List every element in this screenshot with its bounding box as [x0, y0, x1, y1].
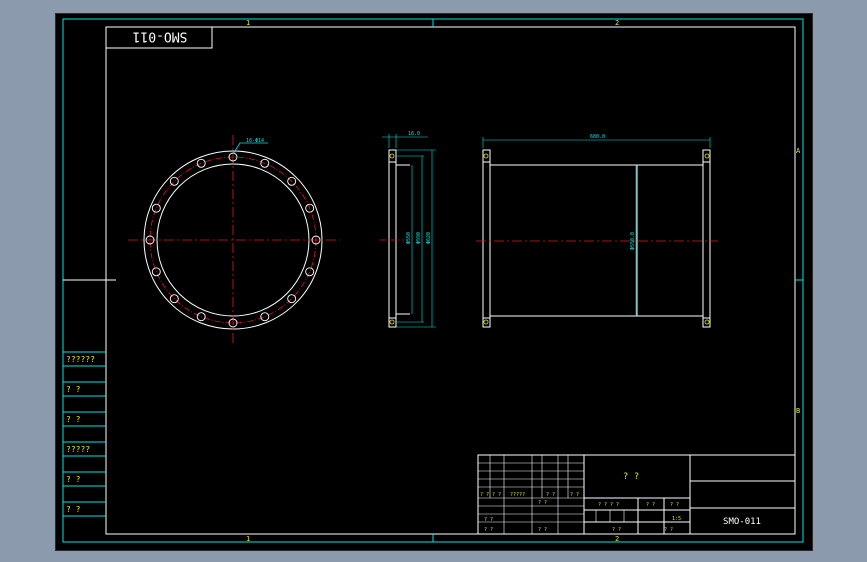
cylinder-view: 680.0 Φ550.0: [476, 134, 718, 328]
bolt-hole: [151, 203, 161, 213]
flange-thickness-dim: 16.0: [408, 131, 420, 137]
outer-frame: [62, 18, 804, 543]
zone-mark-bottom-2: 2: [615, 535, 619, 543]
zone-mark-bottom-1: 1: [246, 535, 250, 543]
bolt-callout-leader: [232, 142, 268, 155]
bolt-hole: [196, 158, 206, 168]
side-label-1: ??????: [66, 355, 95, 364]
side-label-5: ? ?: [66, 475, 81, 484]
flange-front-view: 16-Φ14: [128, 135, 340, 345]
bolt-hole: [311, 235, 321, 245]
bolt-callout-text: 16-Φ14: [246, 138, 264, 144]
title-block-grid: [478, 455, 625, 534]
title-name: ? ?: [623, 472, 639, 482]
side-label-2: ? ?: [66, 385, 81, 394]
bolt-holes: [145, 152, 321, 328]
bolt-hole: [305, 203, 315, 213]
bolt-hole: [260, 158, 270, 168]
code-box-text: SMO-011: [133, 29, 188, 44]
zone-mark-top-1: 1: [246, 19, 250, 27]
tb-label-7: ? ?: [484, 527, 493, 533]
flange-plate: [388, 149, 397, 328]
tb-label-2: ? ?: [492, 492, 501, 498]
zone-mark-top-2: 2: [615, 19, 619, 27]
drawing-number: SMO-011: [723, 517, 761, 527]
drawing-canvas: [55, 13, 813, 551]
bolt-hole: [196, 312, 206, 322]
tb-scale: 1:5: [672, 516, 681, 522]
tb-label-8: ? ?: [538, 500, 547, 506]
bolt-hole: [169, 294, 179, 304]
zone-mark-right-a: A: [796, 147, 801, 155]
code-box: [106, 27, 213, 49]
tb-label-1: ? ?: [480, 492, 489, 498]
tb-mid-3: ? ?: [670, 502, 679, 508]
side-label-3: ? ?: [66, 415, 81, 424]
right-flange: [702, 149, 711, 328]
bolt-hole: [145, 235, 155, 245]
ring-bolt-dia-dim: Φ590: [416, 232, 422, 244]
bolt-hole: [287, 294, 297, 304]
bolt-hole: [305, 267, 315, 277]
bolt-hole: [151, 267, 161, 277]
title-block: [477, 454, 796, 535]
tb-label-6: ? ?: [484, 517, 493, 523]
tb-label-9: ? ?: [538, 527, 547, 533]
tb-label-5: ? ?: [570, 492, 579, 498]
tb-label-4: ? ?: [546, 492, 555, 498]
tb-mid-4: ? ?: [612, 527, 621, 533]
tb-label-3: ?????: [510, 492, 525, 498]
zone-mark-right-b: B: [796, 407, 800, 415]
overall-length-dim: 680.0: [590, 134, 605, 140]
ring-inner-dia-dim: Φ550: [406, 232, 412, 244]
tb-mid-1: ? ? ? ?: [598, 502, 619, 508]
flange-side-view: 16.0 Φ550 Φ590 Φ620: [380, 131, 436, 328]
side-panel: [63, 351, 106, 517]
bolt-hole: [287, 176, 297, 186]
ring-outer-dia-dim: Φ620: [426, 232, 432, 244]
tb-mid-2: ? ?: [646, 502, 655, 508]
side-label-4: ?????: [66, 445, 91, 454]
inner-frame: [105, 26, 796, 535]
left-flange: [482, 149, 491, 328]
bolt-hole: [228, 152, 238, 162]
side-label-6: ? ?: [66, 505, 81, 514]
bolt-hole: [260, 312, 270, 322]
bolt-hole: [169, 176, 179, 186]
bolt-hole: [228, 318, 238, 328]
tb-mid-5: ? ?: [664, 527, 673, 533]
body-dia-dim: Φ550.0: [630, 232, 636, 250]
title-block-labels: ? ? ? ? ????? ? ? ? ? ? ? ? ? ? ? ? ? ? …: [480, 492, 681, 533]
